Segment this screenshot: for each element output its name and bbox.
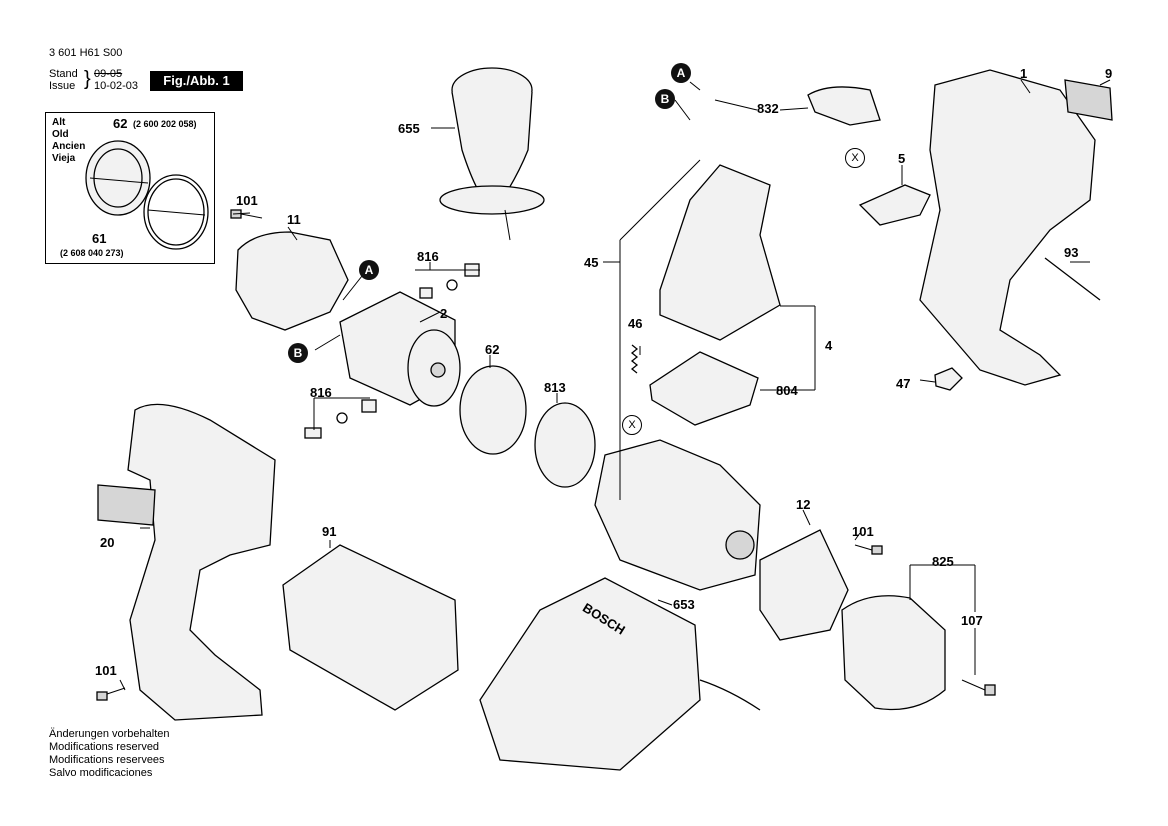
footer-notes: Änderungen vorbehalten Modifications res… [49, 728, 169, 780]
lock-47-icon [934, 367, 963, 391]
inset-label-old: Old [52, 129, 69, 140]
stand-date: 09-05 [94, 68, 123, 80]
ring-gear-813-icon [534, 402, 596, 488]
brush-holder-816-bottom-icon [304, 399, 377, 439]
sleeve-655-icon [439, 67, 545, 241]
footer-note-de: Änderungen vorbehalten [49, 728, 170, 740]
footer-note-fr: Modifications reservees [49, 754, 165, 766]
charger-653-icon [479, 577, 701, 771]
part-number-62: 62 [485, 342, 500, 357]
brush-holder-816-top-icon [419, 263, 480, 299]
part-number-816-top: 816 [417, 249, 439, 264]
part-number-5: 5 [898, 151, 906, 166]
part-number-1: 1 [1020, 66, 1028, 81]
part-number-655: 655 [398, 121, 420, 136]
motor-2-icon [339, 291, 461, 407]
inset-part-61: 61 [92, 231, 107, 246]
part-number-804: 804 [776, 383, 798, 398]
chuck-825-icon [841, 595, 946, 711]
part-number-2: 2 [440, 306, 448, 321]
gearbox-45-icon [594, 439, 761, 591]
part-number-46: 46 [628, 316, 643, 331]
inset-part-61-ref: (2 608 040 273) [60, 248, 124, 258]
housing-half-20-icon [127, 403, 276, 721]
screw-101-left-icon [96, 687, 126, 701]
ring-62-icon [459, 365, 527, 455]
callout-b-switch: B [655, 89, 675, 109]
issue-date: 10-02-03 [94, 80, 139, 92]
bit-93-icon [1044, 257, 1101, 301]
screw-101-right-icon [854, 544, 883, 555]
cover-832-icon [807, 86, 881, 126]
label-20-icon [97, 484, 156, 526]
callout-a-motor: A [359, 260, 379, 280]
inset-label-ancien: Ancien [52, 141, 86, 152]
ring-12-icon [759, 529, 849, 641]
part-number-91: 91 [322, 524, 337, 539]
button-5-icon [858, 184, 931, 226]
part-number-4: 4 [825, 338, 833, 353]
part-number-813: 813 [544, 380, 566, 395]
part-number-101-top: 101 [236, 193, 258, 208]
inset-label-vieja: Vieja [52, 153, 76, 164]
spring-46-icon [630, 344, 639, 374]
part-number-11: 11 [287, 212, 301, 227]
callout-a-switch: A [671, 63, 691, 83]
footer-note-es: Salvo modificaciones [49, 767, 153, 779]
part-number-47: 47 [896, 376, 911, 391]
part-number-93: 93 [1064, 245, 1079, 260]
figure-badge: Fig./Abb. 1 [150, 71, 243, 91]
part-number-107: 107 [961, 613, 983, 628]
part-number-101-left: 101 [95, 663, 117, 678]
document-code: 3 601 H61 S00 [49, 47, 123, 59]
inset-part-62-ref: (2 600 202 058) [133, 119, 197, 129]
screw-107-icon [961, 679, 996, 696]
part-number-832: 832 [757, 101, 779, 116]
battery-91-icon [282, 544, 459, 711]
footer-note-en: Modifications reserved [49, 741, 160, 753]
brace-icon: } [84, 68, 91, 90]
label-9-icon [1064, 79, 1113, 121]
part-number-825: 825 [932, 554, 954, 569]
part-number-816-bottom: 816 [310, 385, 332, 400]
callout-b-motor: B [288, 343, 308, 363]
part-number-12: 12 [796, 497, 811, 512]
housing-cap-11-icon [235, 231, 349, 331]
x-mark-cover: X [845, 148, 865, 168]
ring-61-old-icon [143, 174, 209, 250]
switch-4-icon [659, 164, 781, 341]
plate-804-icon [649, 351, 759, 426]
housing-half-1-icon [919, 69, 1096, 386]
x-mark-gearbox: X [622, 415, 642, 435]
inset-part-62: 62 [113, 116, 128, 131]
part-number-45: 45 [584, 255, 599, 270]
inset-label-alt: Alt [52, 117, 66, 128]
part-number-653: 653 [673, 597, 695, 612]
part-number-9: 9 [1105, 66, 1113, 81]
stand-label: Stand [49, 68, 78, 80]
leader-lines [119, 79, 1111, 691]
issue-label: Issue [49, 80, 76, 92]
part-number-20: 20 [100, 535, 115, 550]
part-number-101-right: 101 [852, 524, 874, 539]
